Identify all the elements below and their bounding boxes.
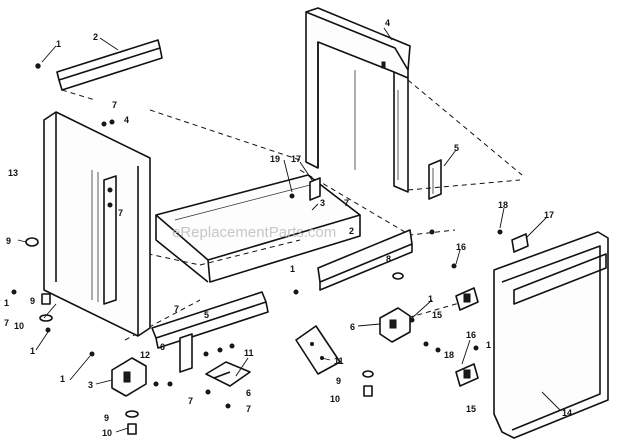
callout-1: 1 xyxy=(428,294,433,304)
callout-8: 8 xyxy=(386,254,391,264)
callout-7: 7 xyxy=(112,100,117,110)
callout-14: 14 xyxy=(562,408,572,418)
top-rail xyxy=(56,39,163,101)
hinge-plate xyxy=(295,325,341,375)
callout-9: 9 xyxy=(104,413,109,423)
bottom-tray xyxy=(155,174,361,283)
callout-9: 9 xyxy=(336,376,341,386)
callout-1: 1 xyxy=(290,264,295,274)
door-panel xyxy=(493,231,609,439)
callout-7: 7 xyxy=(188,396,193,406)
front-rail xyxy=(317,229,413,291)
back-panel xyxy=(305,7,411,193)
watermark-text: eReplacementParts.com xyxy=(172,224,336,241)
callout-13: 13 xyxy=(8,168,18,178)
callout-15: 15 xyxy=(466,404,476,414)
callout-4: 4 xyxy=(124,115,129,125)
callout-labels: 1 2 4 7 4 13 7 5 19 17 3 7 2 18 17 16 9 … xyxy=(4,18,572,438)
callout-12: 12 xyxy=(140,350,150,360)
callout-16: 16 xyxy=(456,242,466,252)
callout-1: 1 xyxy=(56,39,61,49)
callout-17: 17 xyxy=(544,210,554,220)
callout-6: 6 xyxy=(160,342,165,352)
callout-6: 6 xyxy=(350,322,355,332)
callout-2: 2 xyxy=(349,226,354,236)
leader-lines xyxy=(17,27,561,433)
callout-7: 7 xyxy=(246,404,251,414)
callout-5: 5 xyxy=(204,310,209,320)
callout-6: 6 xyxy=(246,388,251,398)
leveling-foot xyxy=(25,237,404,435)
callout-7: 7 xyxy=(4,318,9,328)
callout-11: 11 xyxy=(244,348,254,358)
callout-11: 11 xyxy=(334,356,344,366)
callout-3: 3 xyxy=(320,198,325,208)
side-panel xyxy=(43,111,151,337)
leveling-bracket-left xyxy=(111,357,147,397)
door-clip xyxy=(309,177,529,253)
hinge-upper xyxy=(455,287,479,311)
callout-7: 7 xyxy=(118,208,123,218)
callout-18: 18 xyxy=(444,350,454,360)
callout-1: 1 xyxy=(4,298,9,308)
callout-7: 7 xyxy=(174,304,179,314)
callout-2: 2 xyxy=(93,32,98,42)
callout-18: 18 xyxy=(498,200,508,210)
callout-4: 4 xyxy=(385,18,390,28)
leveling-bracket-right xyxy=(379,307,411,343)
hinge-lower xyxy=(455,363,479,387)
screw-hardware xyxy=(11,63,503,409)
callout-9: 9 xyxy=(6,236,11,246)
callout-7: 7 xyxy=(344,198,349,208)
callout-16: 16 xyxy=(466,330,476,340)
callout-1: 1 xyxy=(486,340,491,350)
callout-15: 15 xyxy=(432,310,442,320)
callout-5: 5 xyxy=(454,143,459,153)
callout-10: 10 xyxy=(14,321,24,331)
callout-1: 1 xyxy=(30,346,35,356)
callout-3: 3 xyxy=(88,380,93,390)
callout-17: 17 xyxy=(291,154,301,164)
callout-10: 10 xyxy=(102,428,112,438)
leveler-plate xyxy=(205,361,251,387)
callout-10: 10 xyxy=(330,394,340,404)
small-bracket xyxy=(428,159,442,200)
callout-9: 9 xyxy=(30,296,35,306)
lower-bracket xyxy=(151,291,269,373)
callout-1: 1 xyxy=(60,374,65,384)
callout-19: 19 xyxy=(270,154,280,164)
